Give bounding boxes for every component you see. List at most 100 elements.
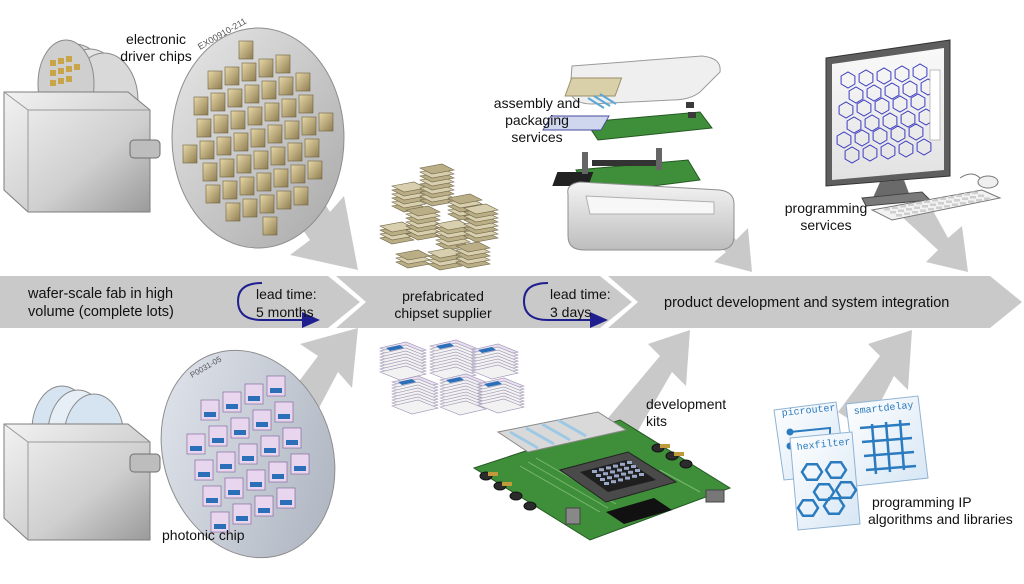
- keyboard-key: [946, 200, 952, 203]
- photonic-die-pad: [258, 508, 270, 513]
- keyboard-key: [904, 212, 910, 215]
- electronic-die: [250, 128, 266, 148]
- ip-tile-smartdelay: smartdelay: [845, 395, 929, 487]
- lead-time-1: lead time: 5 months: [256, 286, 317, 320]
- keyboard-key: [916, 202, 922, 205]
- keyboard-key: [960, 202, 966, 205]
- development-kit: [472, 411, 732, 541]
- photonic-chip-pad: [436, 343, 454, 349]
- electronic-die: [273, 168, 289, 188]
- network-cell: [874, 97, 890, 115]
- photonic-chip-pad: [386, 345, 404, 351]
- assembly-package: [542, 55, 735, 251]
- electronic-die: [222, 180, 238, 200]
- devkit-cell: [632, 474, 637, 478]
- keyboard-key: [914, 206, 920, 209]
- photonic-die-pad: [270, 388, 282, 393]
- electronic-chip-grid: [182, 40, 334, 236]
- photonic-die-pad: [256, 422, 268, 427]
- keyboard-key: [924, 200, 930, 203]
- electronic-die: [298, 94, 314, 114]
- keyboard-key: [948, 196, 954, 199]
- ip-tile-hexfilter: hexfilter: [789, 431, 861, 531]
- programming-monitor: [825, 39, 1002, 221]
- network-cell: [846, 116, 862, 134]
- electronic-die: [216, 136, 232, 156]
- network-cell: [884, 82, 900, 100]
- electronic-die: [270, 146, 286, 166]
- photonic-die-pad: [278, 414, 290, 419]
- photonic-wafer-bin: P0031-05: [3, 349, 336, 559]
- network-cell: [862, 144, 878, 162]
- arrow-programming-to-banner: [900, 198, 968, 272]
- photonic-chip-pad: [446, 377, 464, 383]
- network-cell: [836, 131, 852, 149]
- electronic-die: [239, 176, 255, 196]
- programming-ip-tiles: picrouter smartdelay hexfilter: [773, 395, 929, 531]
- label-assembly-packaging: assembly and packaging services: [493, 95, 581, 145]
- keyboard-key: [932, 199, 938, 202]
- network-cell: [894, 65, 910, 83]
- keyboard-key: [970, 196, 976, 199]
- network-cell: [898, 140, 914, 158]
- network-cell: [892, 95, 908, 113]
- electronic-die: [230, 110, 246, 130]
- electronic-die: [253, 150, 269, 170]
- photonic-die-pad: [226, 404, 238, 409]
- keyboard-key: [956, 194, 962, 197]
- keyboard-key: [984, 197, 990, 200]
- electronic-die: [304, 138, 320, 158]
- devkit-cell: [618, 478, 623, 482]
- network-cell: [872, 127, 888, 145]
- electronic-wafer: EX00910-211: [171, 16, 345, 249]
- network-cell: [866, 84, 882, 102]
- photonic-chip-pad: [398, 379, 416, 385]
- label-programming-services: programming services: [784, 200, 868, 233]
- network-cell: [880, 142, 896, 160]
- electronic-die: [242, 198, 258, 218]
- devkit-cell: [620, 462, 625, 466]
- electronic-die: [267, 124, 283, 144]
- devkit-cell: [624, 466, 629, 470]
- banner-stage-development: [608, 276, 1022, 328]
- electronic-die: [307, 160, 323, 180]
- keyboard-key: [938, 202, 944, 205]
- keyboard-key: [944, 205, 950, 208]
- photonic-die-pad: [206, 498, 218, 503]
- devkit-cell: [611, 480, 616, 484]
- electronic-die: [227, 88, 243, 108]
- electronic-die: [261, 80, 277, 100]
- electronic-die: [219, 158, 235, 178]
- electronic-die: [290, 164, 306, 184]
- keyboard-key: [906, 208, 912, 211]
- devkit-cell: [607, 476, 612, 480]
- network-cell: [858, 69, 874, 87]
- electronic-die: [241, 62, 257, 82]
- keyboard-key: [930, 203, 936, 206]
- devkit-cell: [631, 465, 636, 468]
- electronic-chip-layer: [419, 163, 455, 175]
- devkit-cell: [599, 468, 604, 472]
- photonic-chip-grid: [186, 375, 310, 533]
- keyboard-key: [978, 194, 984, 197]
- keyboard-key: [900, 205, 906, 208]
- photonic-die-pad: [190, 446, 202, 451]
- electronic-die: [258, 58, 274, 78]
- network-cell: [848, 86, 864, 104]
- devkit-cell: [596, 474, 601, 477]
- photonic-die-pad: [248, 396, 260, 401]
- electronic-die: [293, 186, 309, 206]
- label-prefabricated-supplier: prefabricated chipset supplier: [394, 288, 492, 321]
- flow-banner: [0, 276, 1022, 328]
- electronic-die: [193, 96, 209, 116]
- keyboard-key: [890, 211, 896, 214]
- keyboard-key: [884, 208, 890, 211]
- keyboard-key: [920, 209, 926, 212]
- devkit-cell: [603, 472, 608, 476]
- electronic-die: [238, 40, 254, 60]
- photonic-die-pad: [204, 412, 216, 417]
- label-photonic-chip: photonic chip: [162, 527, 245, 543]
- network-cell: [876, 67, 892, 85]
- network-cell: [916, 138, 932, 156]
